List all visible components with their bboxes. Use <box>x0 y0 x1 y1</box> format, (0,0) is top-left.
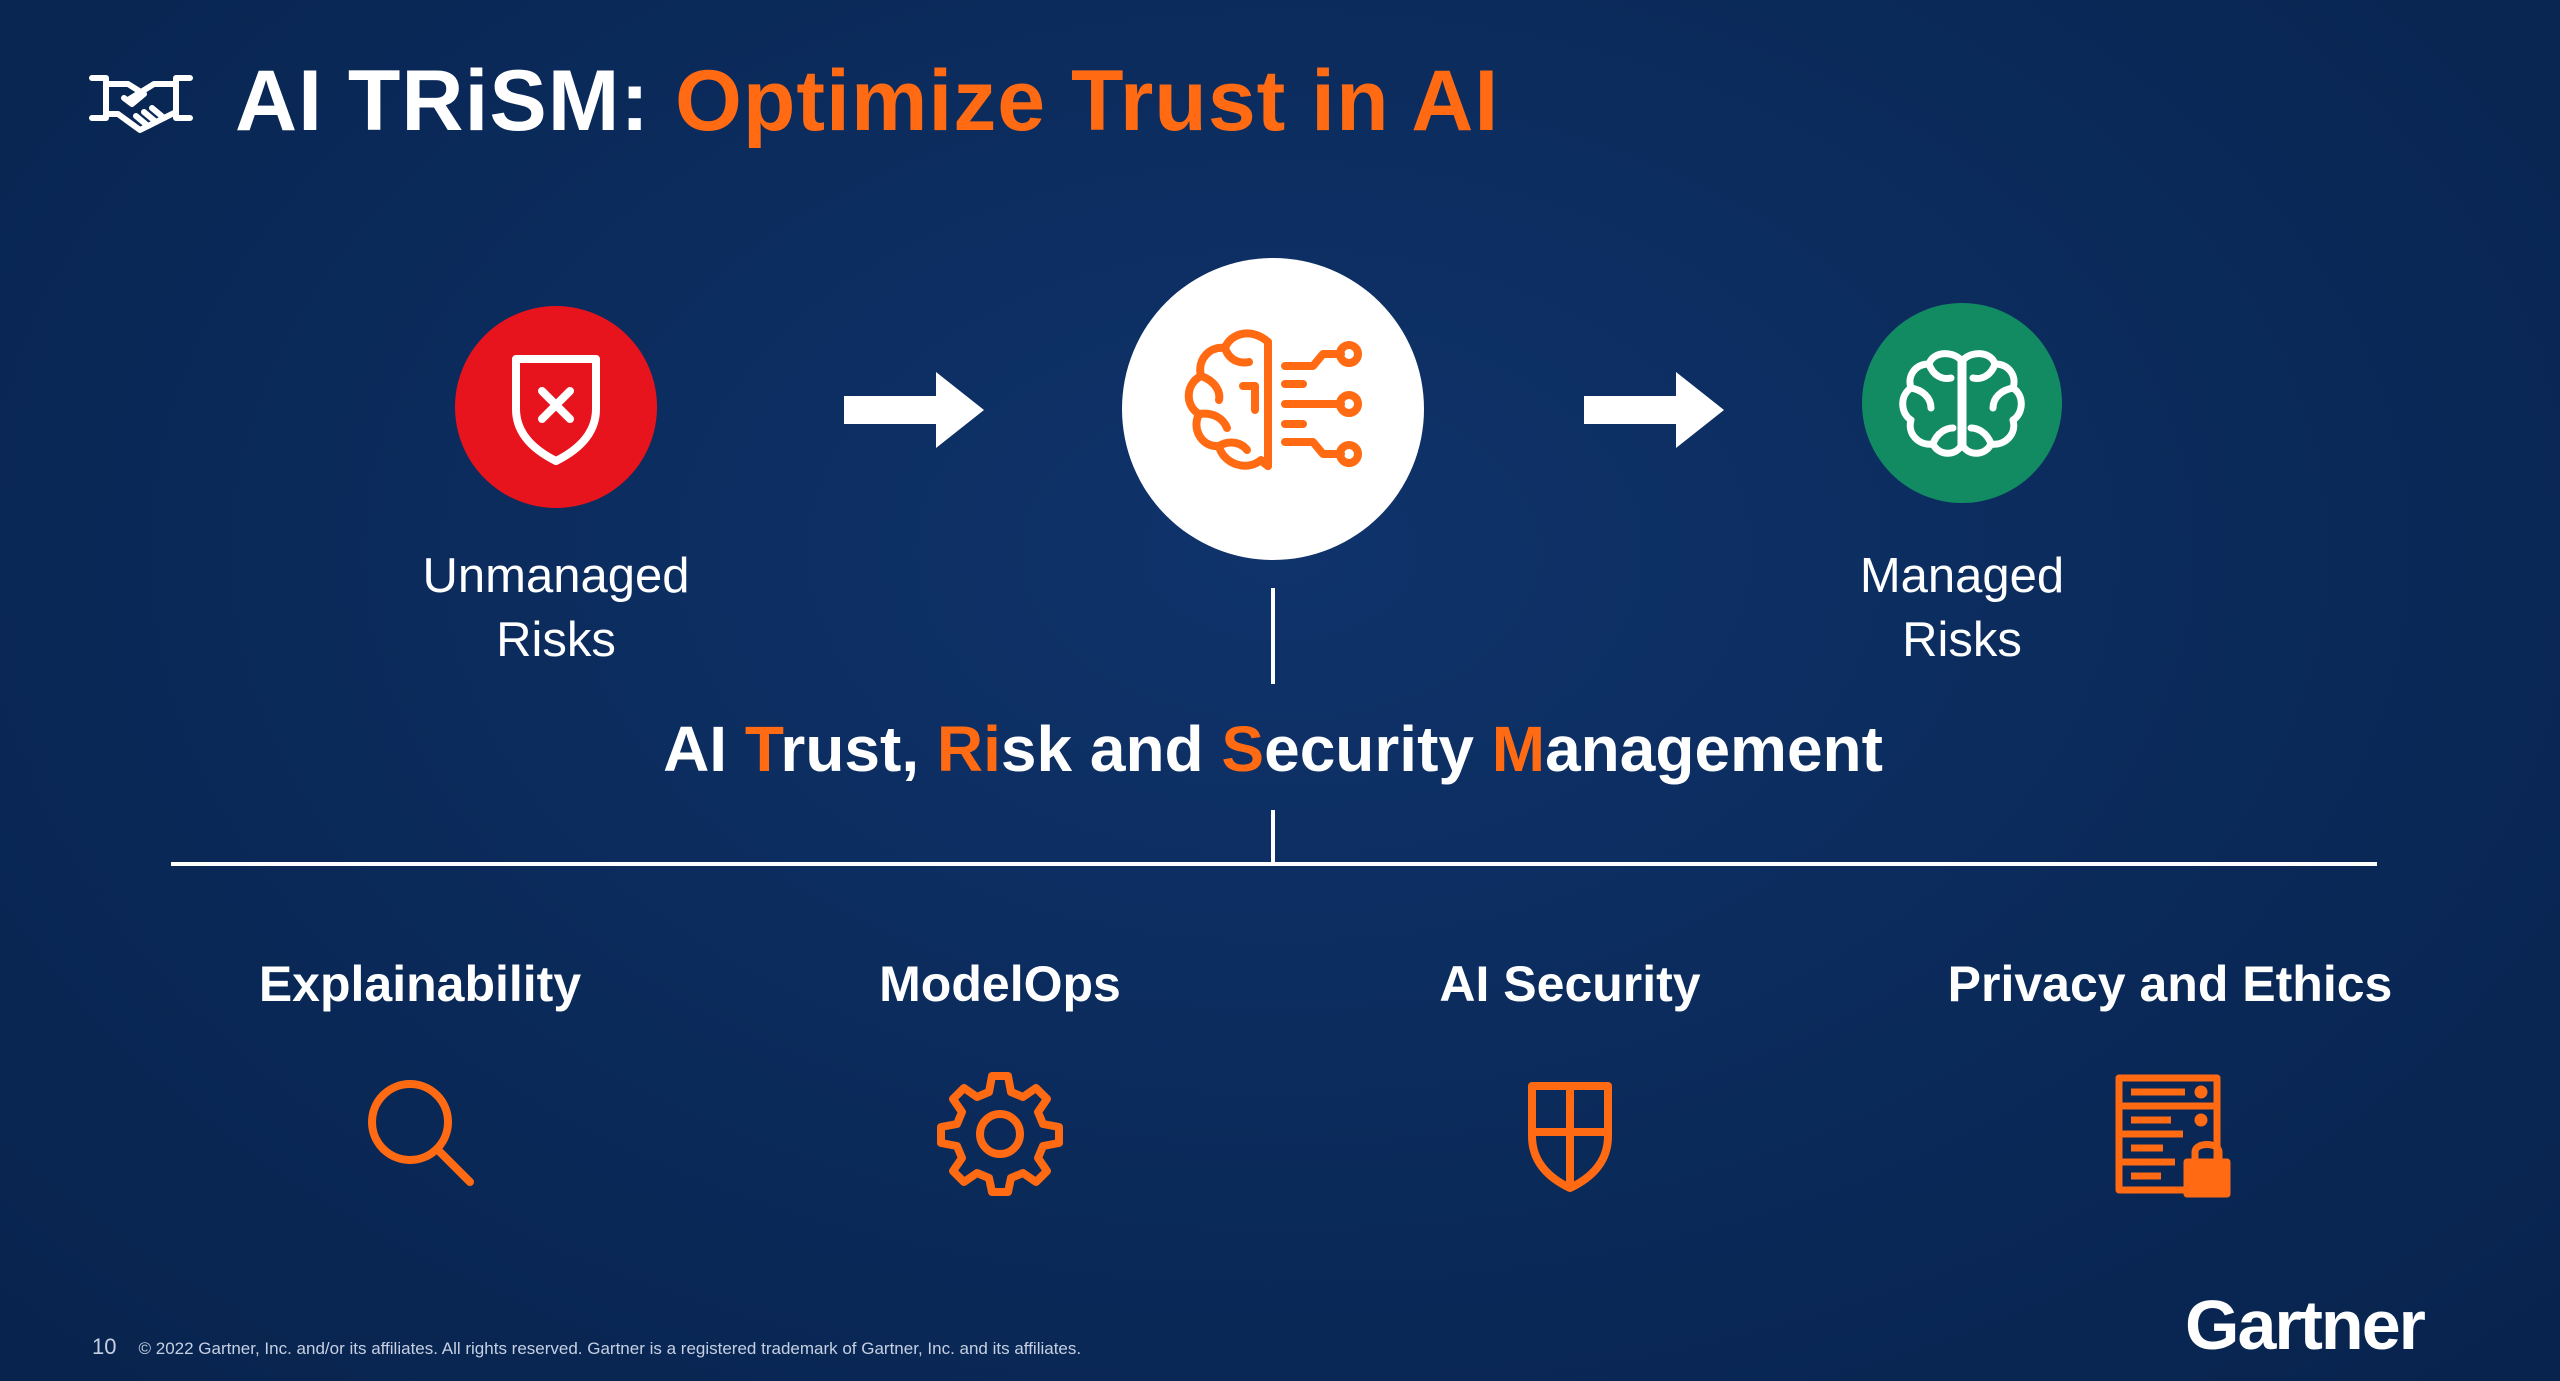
divider-line <box>171 862 2377 866</box>
pillar-ai-security-label: AI Security <box>1439 956 1701 1012</box>
shield-icon <box>1528 1082 1612 1192</box>
ai-brain-circuit-icon <box>1184 329 1362 470</box>
magnifier-icon <box>368 1080 474 1186</box>
connector-line <box>1271 810 1275 866</box>
brain-icon <box>1899 350 2025 457</box>
page-number: 10 <box>92 1334 117 1359</box>
managed-risk-circle <box>1862 303 2062 503</box>
arrow-right-icon <box>844 372 984 448</box>
arrow-right-icon <box>1584 372 1724 448</box>
title-accent: Optimize Trust in AI <box>674 53 1500 149</box>
pillar-privacy-ethics-label: Privacy and Ethics <box>1947 956 2393 1012</box>
footer: 10 © 2022 Gartner, Inc. and/or its affili… <box>92 1334 1081 1360</box>
copyright-text: © 2022 Gartner, Inc. and/or its affiliat… <box>138 1339 1082 1358</box>
unmanaged-risks-label: Unmanaged Risks <box>422 549 690 667</box>
unmanaged-risk-circle <box>455 306 657 508</box>
shield-x-icon <box>512 355 600 465</box>
managed-risks-label: Managed Risks <box>1859 549 2065 667</box>
pillar-explainability-label: Explainability <box>258 956 582 1012</box>
server-lock-icon <box>2115 1074 2231 1198</box>
gear-icon <box>937 1072 1063 1196</box>
page-title: AI TRiSM: Optimize Trust in AI <box>235 53 1500 149</box>
trism-subtitle: AI Trust, Risk and Security Management <box>663 713 1883 785</box>
handshake-icon <box>89 75 193 133</box>
connector-line <box>1271 588 1275 684</box>
gartner-logo: Gartner <box>2185 1286 2426 1364</box>
ai-trism-circle <box>1122 258 1424 560</box>
pillar-modelops-label: ModelOps <box>879 956 1121 1012</box>
